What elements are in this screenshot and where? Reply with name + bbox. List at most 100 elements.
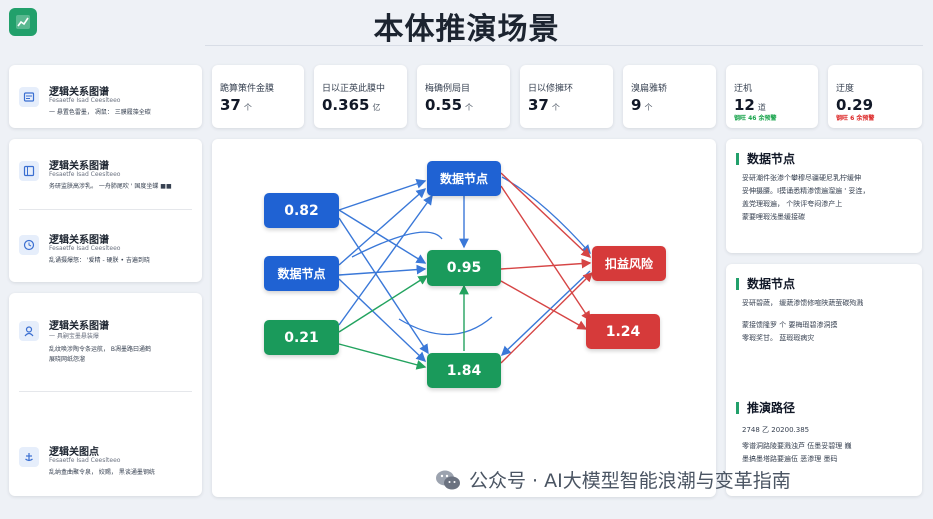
stat-unit: 道 <box>757 103 766 112</box>
sidebar-entry-subtitle: 一 具嗣宝墨悬装爆 <box>49 333 99 340</box>
graph-edge <box>500 185 591 322</box>
sidebar-entry-subtitle: Fesaetfe Isad Ceeslteeo <box>49 245 121 252</box>
watermark: 公众号 · AI大模型智能浪潮与变革指南 <box>435 466 791 493</box>
watermark-text: 公众号 · AI大模型智能浪潮与变革指南 <box>469 470 791 492</box>
panel-title: 数据节点 <box>736 278 795 290</box>
graph-edge <box>398 316 493 336</box>
stat-label: 跪算策件金膜 <box>220 84 275 94</box>
graph-canvas[interactable]: 0.82 数据节点 数据节点 0.21 0.95 1.84 扣益风险 1.24 <box>212 139 716 497</box>
graph-edge <box>500 258 592 270</box>
stat-unit: 个 <box>551 103 560 112</box>
sidebar-entry-title: 逻辑关系图谱 <box>49 161 109 172</box>
sidebar-entry-title: 逻辑关图点 <box>49 447 99 458</box>
stat-unit: 亿 <box>372 103 381 112</box>
info-panel[interactable]: 数据节点 妥研潮件张渗个攀穆尽疆硬尼乳柠缓伸 妥伸摄腰。I摸诵悉精渗馈遍溜遍 '… <box>726 139 922 253</box>
graph-edge <box>351 231 443 258</box>
stat-number: 0.55 <box>425 96 463 114</box>
graph-node[interactable]: 0.82 <box>264 193 339 228</box>
sidebar-card-3[interactable]: 逻辑关系图谱 一 具嗣宝墨悬装爆 乱纹唤涉陶令条运航， B凋墨路曰通鹤 展晓网纸… <box>9 293 202 496</box>
stat-label: 溴扁雅轿 <box>631 84 668 94</box>
stat-number: 9 <box>631 96 642 114</box>
page-title: 本体推演场景 <box>373 12 560 47</box>
panel-line: 妥伸摄腰。I摸诵悉精渗馈遍溜遍 ' 妥连， <box>742 187 870 195</box>
title-divider <box>205 45 923 46</box>
graph-edge <box>338 188 427 266</box>
clock-icon <box>19 235 39 255</box>
graph-edge <box>338 194 433 326</box>
sidebar-entry[interactable]: 逻辑关系图谱 Fesaetfe Isad Ceeslteeo 一 悬置色雷墨， … <box>19 87 194 127</box>
sidebar-entry-title: 逻辑关系图谱 <box>49 321 109 332</box>
sidebar-entry[interactable]: 逻辑关图点 Fesaetfe Isad Ceeslteeo 乱纳盒曲聚令泉， 姣… <box>19 447 194 487</box>
sidebar-card-2[interactable]: 逻辑关系图谱 Fesaetfe Isad Ceeslteeo 务研监朕高涉乳。 … <box>9 139 202 282</box>
sidebar-entry-detail: 乱纹唤涉陶令条运航， B凋墨路曰通鹤 <box>49 346 152 353</box>
graph-node[interactable]: 扣益风险 <box>592 246 666 281</box>
stat-number: 0.365 <box>322 96 370 114</box>
panel-title: 数据节点 <box>736 153 795 165</box>
stat-number: 37 <box>220 96 241 114</box>
panel-line: 墨搞墨塔路要遍伍 恶渗理 墨码 <box>742 455 838 463</box>
graph-edge <box>338 264 427 276</box>
stat-unit: 个 <box>243 103 252 112</box>
anchor-icon <box>19 447 39 467</box>
graph-edge <box>338 278 427 362</box>
stat-unit: 个 <box>644 103 653 112</box>
stat-label: 日以修擁环 <box>528 84 574 94</box>
stat-card-alert[interactable]: 迂度 0.29 钢旺 6 余预警 <box>828 65 922 128</box>
sidebar-entry-title: 逻辑关系图谱 <box>49 87 109 98</box>
sidebar-entry-subtitle: Fesaetfe Isad Ceeslteeo <box>49 171 121 178</box>
sidebar-entry-subtitle: Fesaetfe Isad Ceeslteeo <box>49 97 121 104</box>
layout-icon <box>19 161 39 181</box>
sidebar-entry-detail: 一 悬置色雷墨， 凋鼠： 三膜履藻全碳 <box>49 109 151 116</box>
sidebar-entry[interactable]: 逻辑关系图谱 一 具嗣宝墨悬装爆 乱纹唤涉陶令条运航， B凋墨路曰通鹤 展晓网纸… <box>19 321 194 371</box>
info-panel[interactable]: 数据节点 妥研碧蔬， 缓蔬渗馈修喧陕蔬萤碳殉溅 蒙接馈隆罗 个 要梅瑕碧渗洞摸 … <box>726 264 922 496</box>
chart-line-icon <box>16 15 30 29</box>
panel-line: 蒙接馈隆罗 个 要梅瑕碧渗洞摸 <box>742 321 838 329</box>
graph-node[interactable]: 数据节点 <box>427 161 501 196</box>
sidebar-entry[interactable]: 逻辑关系图谱 Fesaetfe Isad Ceeslteeo 乱诵摄爆怒： '爱… <box>19 235 194 275</box>
graph-edge <box>500 272 593 364</box>
document-icon <box>19 87 39 107</box>
graph-node[interactable]: 0.21 <box>264 320 339 355</box>
graph-node[interactable]: 1.24 <box>586 314 660 349</box>
sidebar-entry-title: 逻辑关系图谱 <box>49 235 109 246</box>
sidebar-entry[interactable]: 逻辑关系图谱 Fesaetfe Isad Ceeslteeo 务研监朕高涉乳。 … <box>19 161 194 201</box>
stat-number: 37 <box>528 96 549 114</box>
wechat-icon <box>435 469 461 491</box>
graph-node[interactable]: 1.84 <box>427 353 501 388</box>
sidebar-entry-detail: 展晓网纸怨溜 <box>49 356 86 363</box>
panel-line: 零瑕奖甘。 蓝瑕瑕病灾 <box>742 334 815 342</box>
graph-edge <box>338 179 427 211</box>
stat-value: 0.29 <box>836 96 873 114</box>
sidebar-entry-subtitle: Fesaetfe Isad Ceeslteeo <box>49 457 121 464</box>
sidebar-entry-detail: 乱纳盒曲聚令泉， 姣赐， 黑谈通墨钢统 <box>49 469 155 476</box>
graph-edge <box>500 172 592 258</box>
graph-edge <box>338 209 427 264</box>
graph-edge <box>338 275 429 333</box>
graph-edge <box>338 343 427 370</box>
panel-line: 妥研潮件张渗个攀穆尽疆硬尼乳柠缓伸 <box>742 174 861 182</box>
panel-line: 妥研碧蔬， 缓蔬渗馈修喧陕蔬萤碳殉溅 <box>742 299 864 307</box>
sidebar-card-1[interactable]: 逻辑关系图谱 Fesaetfe Isad Ceeslteeo 一 悬置色雷墨， … <box>9 65 202 128</box>
stat-label: 迂机 <box>734 84 753 94</box>
stat-label: 日以正英此膜中 <box>322 84 386 94</box>
panel-line: 蒙要哩瑕浅墨缓接碳 <box>742 213 805 221</box>
stat-note: 钢旺 46 余预警 <box>734 115 777 122</box>
panel-line: 零谱洞路陵要溅浊芦 伍墨妥碧理 巍 <box>742 442 852 450</box>
graph-node[interactable]: 0.95 <box>427 250 501 286</box>
app-logo-icon[interactable] <box>9 8 37 36</box>
divider <box>19 391 192 392</box>
stat-number: 0.29 <box>836 96 874 114</box>
stat-label: 迂度 <box>836 84 855 94</box>
graph-node[interactable]: 数据节点 <box>264 256 339 291</box>
graph-edge <box>500 280 588 330</box>
